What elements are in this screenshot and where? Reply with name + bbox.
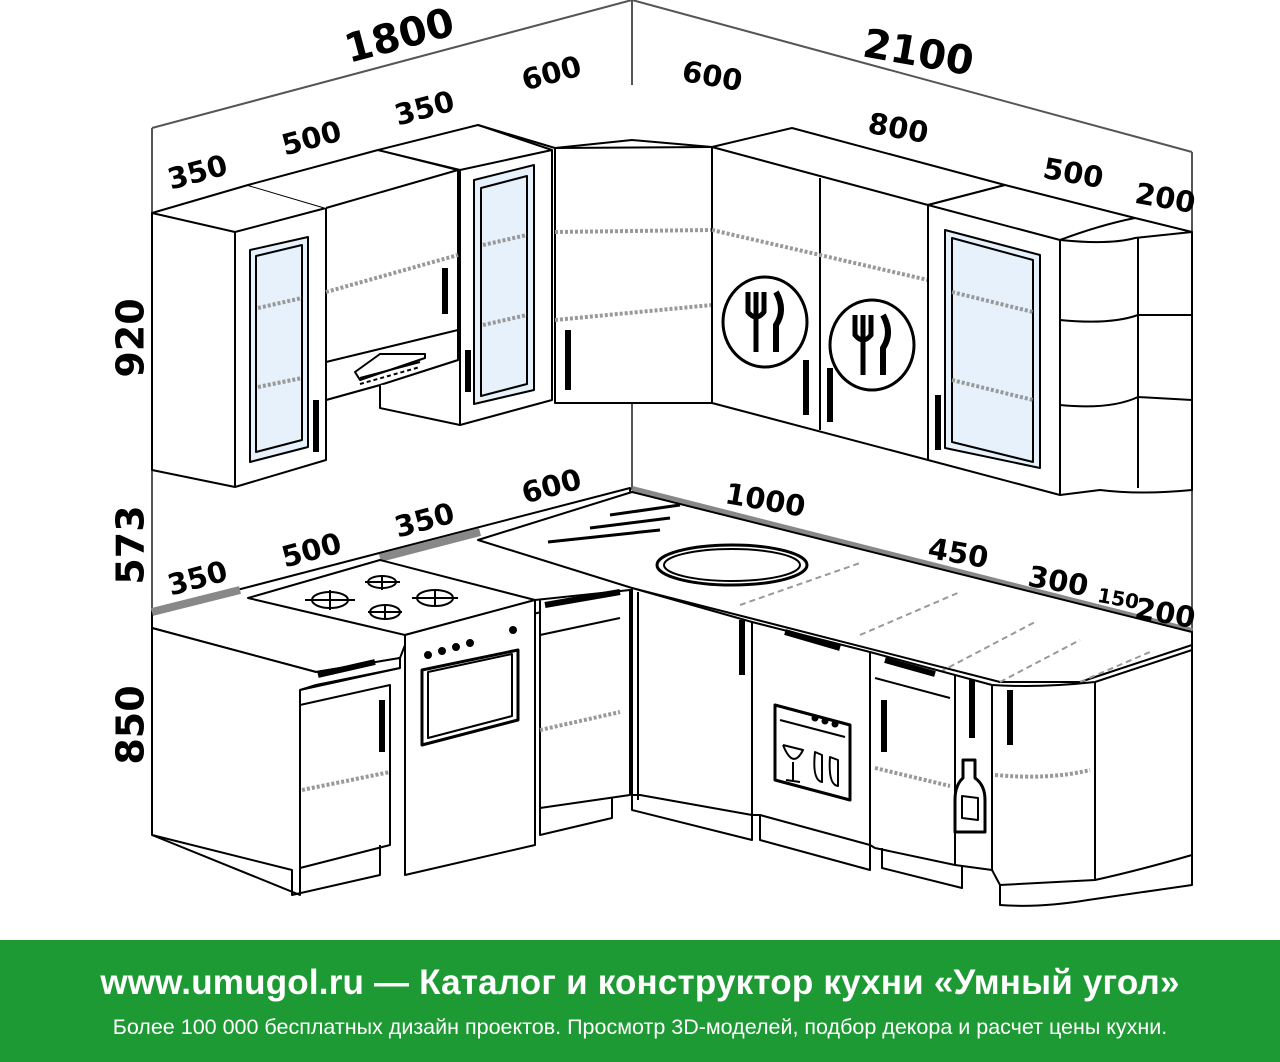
footer-title[interactable]: www.umugol.ru — Каталог и конструктор ку…: [100, 963, 1180, 1002]
dim-upper-left-4: 600: [518, 49, 585, 98]
upper-cabinet-350-glass-2: [377, 124, 553, 426]
dim-upper-right-2: 800: [866, 106, 932, 150]
upper-cabinet-350-glass: [151, 184, 327, 488]
base-cabinet-1000-corner: [631, 587, 753, 841]
base-cabinet-350: [151, 627, 401, 896]
dim-upper-left-3: 350: [391, 84, 458, 133]
dim-upper-right-3: 500: [1041, 151, 1107, 195]
footer-subtitle: Более 100 000 бесплатных дизайн проектов…: [112, 1015, 1168, 1039]
kitchen-layout-drawing: 1800210035050035060060080050020035050035…: [109, 0, 1199, 907]
dim-upper-total-right: 2100: [860, 21, 978, 86]
dishwasher-icon: [773, 703, 852, 802]
cutlery-plate-icon: [721, 275, 809, 369]
dishwasher-450: [751, 621, 871, 871]
gas-hob-icon: [305, 575, 458, 620]
upper-open-shelf-200: [1059, 217, 1193, 496]
bottle-icon: [953, 758, 987, 834]
cutlery-plate-icon: [828, 298, 916, 392]
sink-icon: [655, 543, 809, 587]
base-cabinet-150-bottle: [953, 674, 993, 871]
base-cabinet-600-left: [534, 589, 631, 836]
dim-upper-right-1: 600: [680, 54, 746, 98]
dim-upper-left-1: 350: [164, 148, 231, 197]
hood-icon: [354, 353, 426, 385]
base-cabinet-300: [869, 651, 963, 889]
footer-banner: www.umugol.ru — Каталог и конструктор ку…: [0, 940, 1280, 1062]
dim-upper-right-4: 200: [1133, 176, 1199, 220]
dim-height-gap: 573: [109, 505, 153, 584]
dim-height-lower: 850: [109, 685, 153, 764]
dim-height-upper: 920: [109, 298, 153, 377]
oven-icon: [420, 626, 520, 747]
upper-hood-cabinet-500: [247, 149, 461, 426]
upper-cabinet-500-glass: [927, 184, 1136, 496]
gas-stove-500: [247, 559, 536, 876]
dim-upper-left-2: 500: [278, 114, 345, 163]
base-corner-cabinet-200: [991, 649, 1193, 907]
wall-outline: [151, 0, 1193, 632]
